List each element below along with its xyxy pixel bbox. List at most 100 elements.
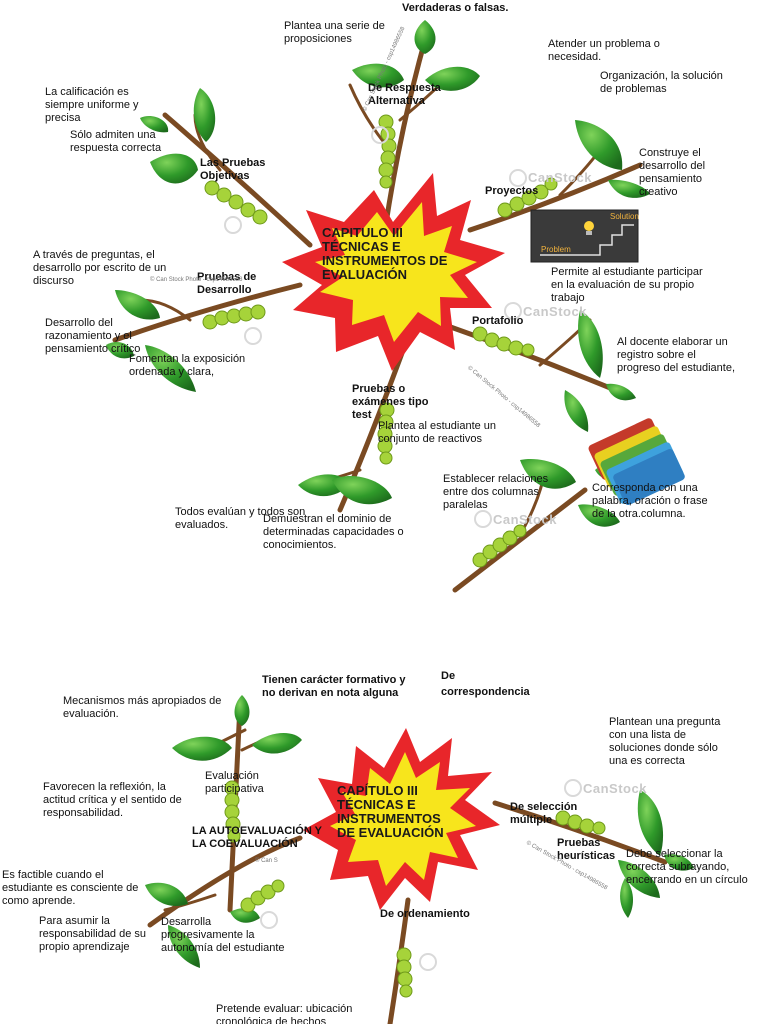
image-label-solution: Solution [610, 212, 639, 221]
leaf-icon [637, 790, 664, 856]
watermark: CanStock [583, 781, 647, 796]
leaf-icon [168, 925, 200, 968]
map2-node-correspondencia: De correspondencia [441, 670, 530, 698]
map2-note-plantean-pregunta: Plantean una pregunta con una lista de s… [609, 716, 721, 767]
branch-top [382, 37, 428, 233]
map1-note-a-traves: A través de preguntas, el desarrollo por… [33, 249, 167, 287]
map1-center-title: CAPITULO III TÉCNICAS E INSTRUMENTOS DE … [322, 225, 448, 282]
map1-note-plantea-reactivos: Plantea al estudiante un conjunto de rea… [378, 420, 497, 445]
map2-branch-seleccion-multiple: De selección múltiple [510, 801, 578, 826]
leaf-icon [115, 290, 160, 320]
caterpillar-icon [497, 177, 558, 218]
map1-note-atender: Atender un problema o necesidad. [548, 38, 660, 63]
map1-branch-proyectos: Proyectos [485, 185, 539, 197]
leaf-icon [145, 345, 196, 392]
leaf-icon [578, 310, 603, 378]
watermark-credit: © Can Stock Photo - csp14986558 [150, 277, 243, 283]
leaf-icon [520, 458, 576, 489]
map2-note-pretende: Pretende evaluar: ubicación cronológica … [216, 1003, 353, 1024]
leaf-icon [414, 20, 436, 54]
caterpillar-icon [378, 114, 397, 189]
map1-note-plantea-serie: Plantea una serie de proposiciones [284, 20, 385, 45]
map2-note-favorecen: Favorecen la reflexión, la actitud críti… [43, 781, 182, 819]
watermark: CanStock [523, 304, 587, 319]
map2-note-desarrolla: Desarrolla progresivamente la autonomía … [161, 916, 285, 954]
map2-note-debe-seleccionar: Debe seleccionar la correcta subrayando,… [626, 848, 748, 886]
leaf-icon [575, 120, 623, 170]
leaf-icon [193, 88, 216, 142]
caterpillar-icon [472, 524, 527, 568]
map1-caterpillars [202, 114, 558, 568]
map2-note-asumir: Para asumir la responsabilidad de su pro… [39, 915, 147, 953]
leaf-icon [352, 63, 404, 88]
map2-branch-pruebas-heuristicas: Pruebas heurísticas [557, 837, 616, 862]
map1-note-al-docente: Al docente elaborar un registro sobre el… [617, 336, 736, 374]
map2-note-mecanismos: Mecanismos más apropiados de evaluación. [63, 695, 222, 720]
map1-branch-examenes-test: Pruebas o exámenes tipo test [352, 383, 429, 421]
caterpillar-icon [224, 780, 241, 843]
leaf-icon [620, 878, 634, 918]
watermark: CanStock [493, 512, 557, 527]
map2-watermarks [260, 779, 582, 971]
leaf-icon [564, 390, 589, 432]
branch-left-mid [112, 282, 303, 343]
map2-burst-inner [330, 752, 476, 886]
branch-bottom-right [452, 487, 588, 593]
caterpillar-icon [377, 402, 395, 465]
map1-branch-respuesta-alternativa: De Respuesta Alternativa [368, 82, 441, 107]
watermark-credit: © Can S [255, 858, 278, 864]
map2-branch-ordenamiento: De ordenamiento [380, 908, 470, 920]
branch-right [492, 800, 668, 865]
map2-branch-autoevaluacion: LA AUTOEVALUACIÓN Y LA COEVALUACIÓN [192, 825, 322, 850]
leaf-icon [332, 476, 392, 505]
caterpillar-icon [472, 326, 535, 357]
caterpillar-icon [202, 304, 266, 330]
leaf-icon [106, 342, 134, 359]
map1-branch-pruebas-objetivas: Las Pruebas Objetivas [200, 157, 266, 182]
leaf-icon [578, 504, 620, 527]
map2-leaves [145, 695, 694, 968]
map2-center-title: CAPÍTULO III TÉCNICAS E INSTRUMENTOS DE … [337, 783, 444, 840]
map1-node-verdaderas: Verdaderas o falsas. [402, 2, 509, 14]
map1-note-demuestran: Demuestran el dominio de determinadas ca… [263, 513, 404, 551]
map1-note-calificacion: La calificación es siempre uniforme y pr… [45, 86, 139, 124]
caterpillar-icon [240, 879, 285, 913]
leaf-icon [140, 115, 169, 133]
leaf-icon [230, 908, 260, 923]
map1-note-permite: Permite al estudiante participar en la e… [551, 266, 703, 304]
map1-branch-portafolio: Portafolio [472, 315, 524, 327]
leaf-icon [252, 733, 302, 754]
caterpillar-icon [555, 810, 606, 835]
map2-note-participativa: Evaluación participativa [205, 770, 264, 795]
branch-right-mid [442, 322, 618, 393]
caterpillar-icon [204, 180, 268, 225]
map1-note-solo-admiten: Sólo admiten una respuesta correcta [70, 129, 162, 154]
branch-left-upper [162, 112, 313, 248]
map1-note-construye: Construye el desarrollo del pensamiento … [639, 147, 706, 198]
leaf-icon [145, 882, 188, 906]
folders-icon [588, 418, 685, 506]
map1-note-corresponda: Corresponda con una palabra, oración o f… [592, 482, 708, 520]
leaf-icon [608, 179, 650, 198]
map2-node-caracter-formativo: Tienen carácter formativo y no derivan e… [262, 674, 406, 699]
leaf-icon [150, 153, 198, 184]
leaf-icon [172, 736, 232, 761]
map1-note-desarrollo-razonamiento: Desarrollo del razonamiento y el pensami… [45, 317, 141, 355]
problem-solution-image [530, 209, 639, 263]
map1-note-todos-evaluan: Todos evalúan y todos son evaluados. [175, 506, 306, 531]
caterpillar-icon [396, 947, 413, 998]
branch-right-upper [467, 162, 643, 233]
map1-note-establecer: Establecer relaciones entre dos columnas… [443, 473, 549, 511]
map1-watermarks [224, 126, 527, 528]
leaf-icon [234, 695, 250, 726]
image-label-problem: Problem [541, 245, 571, 254]
map2-caterpillars [224, 780, 606, 998]
leaf-icon [618, 860, 660, 898]
map1-burst-inner [315, 202, 477, 342]
map1-note-fomentan: Fomentan la exposición ordenada y clara, [129, 353, 246, 378]
leaf-icon [425, 66, 480, 91]
map2-note-factible: Es factible cuando el estudiante es cons… [2, 869, 139, 907]
map1-branch-pruebas-desarrollo: Pruebas de Desarrollo [197, 271, 257, 296]
leaf-icon [606, 383, 636, 401]
map1-note-organizacion: Organización, la solución de problemas [600, 70, 723, 95]
